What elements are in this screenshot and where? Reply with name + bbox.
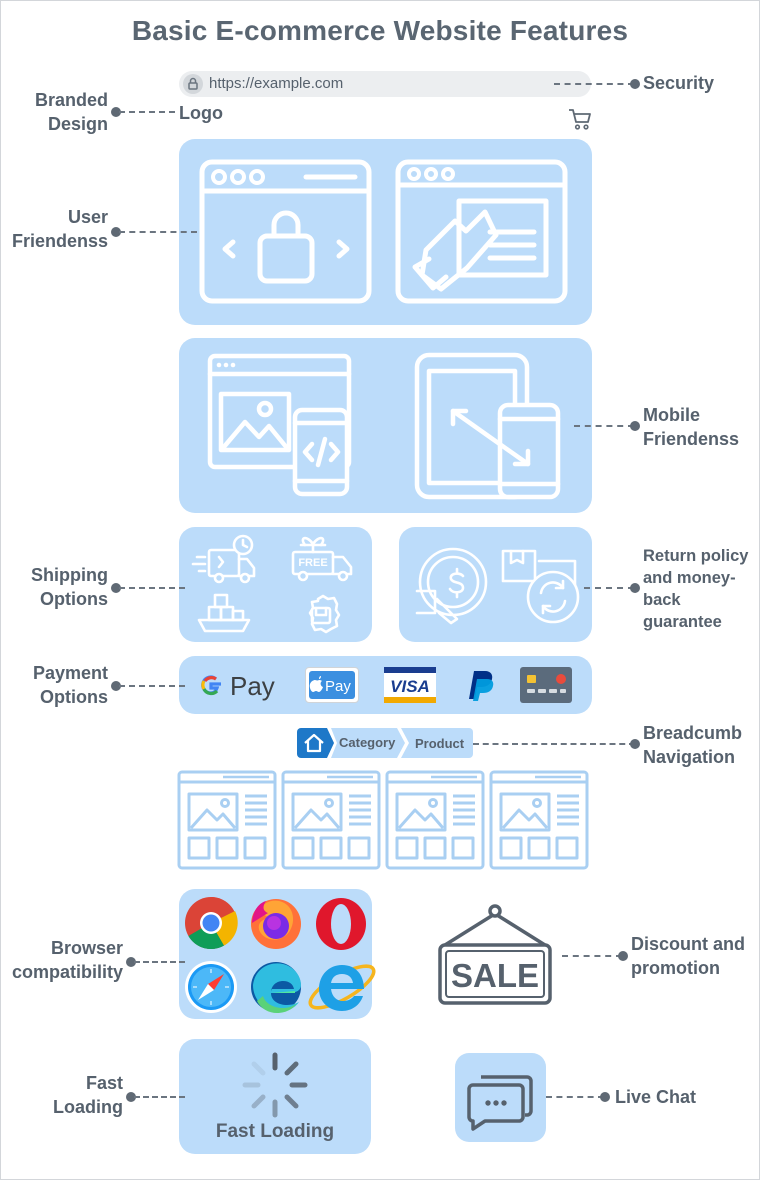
user-friendliness-panel: [179, 139, 592, 325]
sale-sign: SALE: [437, 903, 553, 1007]
breadcrumb-category[interactable]: Category: [339, 735, 396, 750]
cart-icon[interactable]: [568, 107, 592, 131]
fast-loading-caption: Fast Loading: [215, 1121, 335, 1142]
chrome-icon: [185, 897, 238, 949]
apple-pay-logo: Pay: [305, 667, 359, 703]
shipping-options-panel: FREE: [179, 527, 372, 642]
logo-text: Logo: [179, 103, 223, 123]
applepay-text: Pay: [325, 678, 351, 695]
live-chat-panel[interactable]: [455, 1053, 546, 1142]
chat-icon: [467, 1075, 533, 1131]
url-text: https://example.com: [209, 75, 344, 92]
product-grid: [177, 770, 593, 870]
label-live-chat: Live Chat: [615, 1087, 697, 1107]
breadcrumb: Category Product: [297, 728, 473, 758]
gpay-text: Pay: [230, 671, 275, 701]
internet-explorer-icon: [308, 964, 376, 1011]
firefox-icon: [251, 899, 301, 949]
opera-icon: [316, 898, 366, 950]
mobile-friendliness-panel: [179, 338, 592, 513]
return-policy-panel: [399, 527, 592, 642]
visa-text: VISA: [390, 677, 430, 696]
browser-compatibility-panel: [179, 889, 376, 1019]
payment-options-panel: Pay Pay VISA: [179, 656, 592, 714]
sale-text: SALE: [451, 957, 539, 994]
credit-card-icon: [520, 667, 572, 703]
visa-logo: VISA: [384, 667, 436, 703]
product-card[interactable]: [385, 770, 485, 870]
fast-loading-panel: Fast Loading: [179, 1039, 371, 1154]
product-card[interactable]: [489, 770, 589, 870]
lock-icon: [183, 74, 203, 94]
loading-spinner-icon: [242, 1052, 308, 1118]
free-badge-text: FREE: [298, 557, 327, 569]
label-security: Security: [643, 73, 715, 93]
product-card[interactable]: [281, 770, 381, 870]
edge-icon: [251, 962, 301, 1013]
page-title: Basic E-commerce Website Features: [131, 15, 629, 46]
google-pay-logo: Pay: [197, 667, 279, 703]
url-bar[interactable]: https://example.com: [179, 71, 591, 97]
safari-icon: [185, 961, 237, 1013]
paypal-logo: [459, 667, 499, 703]
breadcrumb-product[interactable]: Product: [415, 736, 465, 751]
product-card[interactable]: [177, 770, 277, 870]
